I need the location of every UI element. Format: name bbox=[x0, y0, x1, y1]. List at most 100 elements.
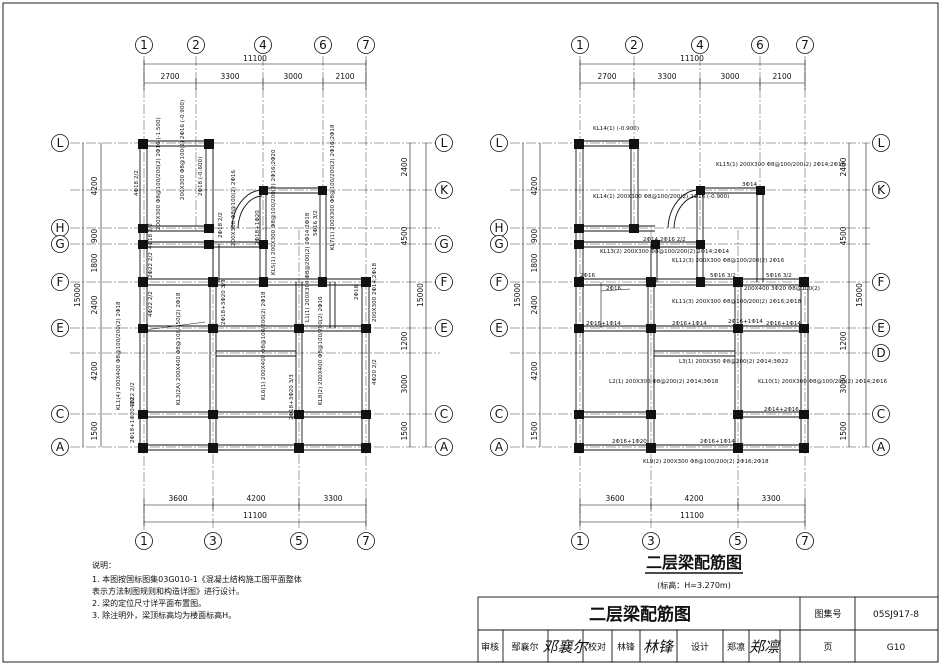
beam-label: 4Φ18 2/2 bbox=[148, 223, 154, 249]
axis-label-1: 1 bbox=[140, 534, 148, 548]
axis-label-L: L bbox=[441, 136, 448, 150]
axis-label-E: E bbox=[495, 321, 503, 335]
dim-span: 4200 bbox=[90, 176, 99, 195]
beam-label: 4Φ22 2/2 bbox=[148, 291, 154, 317]
check-signature: 林锋 bbox=[643, 638, 675, 656]
axis-label-G: G bbox=[55, 237, 64, 251]
beam-label: 2Φ22 2/2 bbox=[148, 252, 154, 278]
design-label: 设计 bbox=[691, 641, 709, 653]
dim-span: 1500 bbox=[400, 421, 409, 440]
beam-label: KL14(1) (-0.900) bbox=[593, 126, 639, 132]
beam-label: KL8(2) 200X400 Φ8@100/200(2) 2Φ16 bbox=[318, 296, 324, 405]
dim-span: 3300 bbox=[323, 494, 342, 503]
beam-label: 2Φ18+1Φ20 2/2 bbox=[130, 397, 136, 443]
dim-total: 11100 bbox=[243, 511, 267, 520]
beam-label: 2Φ16+1Φ14 bbox=[672, 321, 707, 327]
beam-label: 2Φ18+3Φ20 3/3 bbox=[221, 279, 227, 325]
drawing-title-text: 二层梁配筋图 bbox=[646, 553, 742, 572]
dim-span: 1800 bbox=[90, 253, 99, 272]
dim-span: 4200 bbox=[530, 176, 539, 195]
dim-height: 15000 bbox=[513, 283, 522, 307]
axis-label-D: D bbox=[876, 346, 885, 360]
drawing-title: 二层梁配筋图 (标高：H=3.270m) bbox=[645, 553, 743, 590]
axis-label-H: H bbox=[494, 221, 503, 235]
note-line: 3. 除注明外，梁顶标高均为楼面标高H。 bbox=[92, 610, 236, 620]
beam-label: KL5(1) 200X300 Φ8@100/200(2) 2Φ16;2Φ20 bbox=[271, 149, 277, 275]
axis-label-1: 1 bbox=[576, 38, 584, 52]
axis-label-A: A bbox=[440, 440, 449, 454]
axis-label-E: E bbox=[877, 321, 885, 335]
dim-span: 3600 bbox=[605, 494, 624, 503]
beam-label: 2Φ14 2Φ16 2/2 bbox=[643, 237, 686, 243]
atlas-value: 05SJ917-8 bbox=[873, 610, 919, 620]
dim-span: 2700 bbox=[160, 72, 179, 81]
axis-label-C: C bbox=[495, 407, 503, 421]
note-line: 表示方法制图规则和构造详图》进行设计。 bbox=[92, 586, 244, 596]
dim-span: 2700 bbox=[597, 72, 616, 81]
axis-label-A: A bbox=[877, 440, 886, 454]
axis-label-7: 7 bbox=[362, 38, 370, 52]
dim-span: 3000 bbox=[720, 72, 739, 81]
axis-label-6: 6 bbox=[756, 38, 764, 52]
atlas-label: 图集号 bbox=[814, 608, 841, 620]
dim-span: 3300 bbox=[657, 72, 676, 81]
beam-label: 200X300 2Φ14;2Φ18 bbox=[372, 263, 378, 322]
beam-label: 4Φ18 2/2 bbox=[134, 170, 140, 196]
beam-label: KL12(3) 200X300 Φ8@100/200(2) 2Φ16 bbox=[672, 258, 785, 264]
dim-height: 15000 bbox=[855, 283, 864, 307]
dim-span: 4500 bbox=[839, 226, 848, 245]
axis-label-F: F bbox=[496, 275, 503, 289]
dim-span: 3000 bbox=[839, 374, 848, 393]
axis-label-2: 2 bbox=[192, 38, 200, 52]
dim-height: 15000 bbox=[73, 283, 82, 307]
dim-span: 1500 bbox=[839, 421, 848, 440]
beam-label: 200X300 Φ8@100/200(2) 2Φ16 (-1.500) bbox=[156, 117, 162, 230]
beam-label: 5Φ16 3/2 bbox=[313, 210, 319, 236]
beam-label: 2Φ16+1Φ14 bbox=[728, 319, 763, 325]
axis-label-G: G bbox=[439, 237, 448, 251]
beam-label: 200X400 3Φ20 Φ8@100(2) bbox=[744, 286, 820, 292]
beam-label: KL10(1) 200X300 Φ8@100/200(2) 2Φ14;2Φ16 bbox=[758, 379, 888, 385]
axis-label-3: 3 bbox=[209, 534, 217, 548]
beam-label: 2Φ16 bbox=[580, 273, 596, 279]
dim-span: 4200 bbox=[530, 361, 539, 380]
axis-label-4: 4 bbox=[259, 38, 267, 52]
beam-label: KL11(3) 200X300 Φ8@100/200(2) 2Φ16;2Φ18 bbox=[672, 299, 802, 305]
dim-span: 4500 bbox=[400, 226, 409, 245]
dim-span: 3300 bbox=[761, 494, 780, 503]
axis-label-F: F bbox=[441, 275, 448, 289]
beam-label: KL1(4) 200X400 Φ8@100/200(2) 2Φ18 bbox=[116, 301, 122, 410]
beam-label: KL9(2) 200X300 Φ8@100/200(2) 2Φ16;2Φ18 bbox=[643, 459, 769, 465]
left-plan bbox=[70, 56, 440, 530]
axis-label-2: 2 bbox=[630, 38, 638, 52]
beam-label: 2Φ18 (-0.600) bbox=[198, 157, 204, 196]
axis-label-6: 6 bbox=[319, 38, 327, 52]
axis-label-4: 4 bbox=[696, 38, 704, 52]
page-label: 页 bbox=[823, 642, 832, 653]
note-line: 2. 梁的定位尺寸详平面布置图。 bbox=[92, 598, 206, 608]
review-signature: 邓襄尔 bbox=[542, 638, 589, 656]
right-plan bbox=[510, 56, 870, 530]
beam-label: 2Φ18+3Φ20 3/3 bbox=[289, 374, 295, 420]
beam-label: 200X300 Φ8@100(2) 2Φ16 bbox=[231, 170, 237, 246]
axis-bubbles bbox=[51, 36, 890, 550]
beam-label: 2Φ14+2Φ16 bbox=[764, 407, 799, 413]
dim-span: 4200 bbox=[90, 361, 99, 380]
dim-total: 11100 bbox=[680, 54, 704, 63]
axis-label-K: K bbox=[440, 183, 449, 197]
beam-label: 4Φ20 2/2 bbox=[372, 359, 378, 385]
axis-label-L: L bbox=[496, 136, 503, 150]
dimension-lines bbox=[82, 60, 867, 526]
dim-span: 900 bbox=[90, 229, 99, 244]
axis-labels: 1 2 4 6 7 1 3 5 7 L H G F E C A L K G F … bbox=[55, 38, 886, 548]
dim-span: 900 bbox=[530, 229, 539, 244]
beam-label: 2Φ16+1Φ20 bbox=[612, 439, 647, 445]
note-line: 1. 本图按国标图集03G010-1《混凝土结构施工图平面整体 bbox=[92, 574, 302, 584]
notes-title: 说明： bbox=[92, 560, 116, 570]
axis-label-H: H bbox=[55, 221, 64, 235]
dim-height: 15000 bbox=[416, 283, 425, 307]
dim-span: 2100 bbox=[335, 72, 354, 81]
elevation-note: (标高：H=3.270m) bbox=[657, 580, 731, 590]
dimension-text: 11100 2700 3300 3000 2100 3600 4200 3300… bbox=[73, 54, 864, 520]
